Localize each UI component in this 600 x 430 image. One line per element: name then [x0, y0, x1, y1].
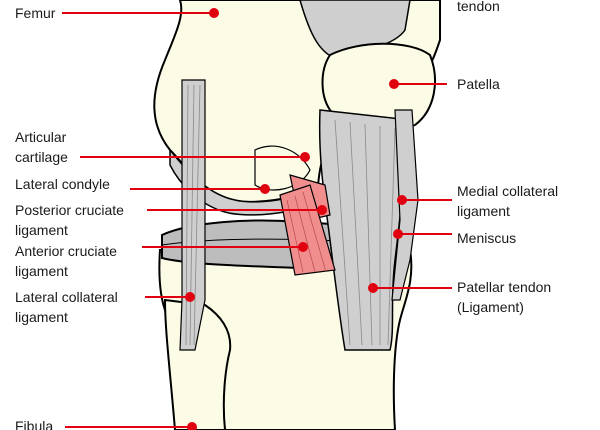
lateral-collateral-leader-dot	[185, 292, 195, 302]
label-patellar-tendon: Patellar tendon (Ligament)	[457, 279, 552, 315]
fibula-leader-dot	[187, 422, 197, 430]
label-patella: Patella	[457, 76, 500, 92]
cruciate-fibers	[286, 191, 327, 273]
patellar-tendon-leader-dot	[368, 283, 378, 293]
label-anterior-cruciate-ligament: Anterior cruciate ligament	[15, 243, 117, 279]
anterior-cruciate-ligament	[279, 184, 336, 276]
label-meniscus: Meniscus	[457, 230, 517, 246]
patella-leader-dot	[389, 79, 399, 89]
label-lateral-collateral-ligament: Lateral collateral ligament	[15, 289, 118, 325]
lateral-collateral-ligament	[179, 79, 206, 351]
label-femur: Femur	[15, 5, 56, 21]
anterior-cruciate-leader-dot	[298, 242, 308, 252]
femur-leader-dot	[209, 8, 219, 18]
articular-cartilage-leader-dot	[300, 152, 310, 162]
label-articular-cartilage: Articular cartilage	[15, 129, 68, 165]
label-posterior-cruciate-ligament: Posterior cruciate ligament	[15, 202, 124, 238]
patella-bone	[321, 42, 436, 131]
lateral-condyle-leader-dot	[260, 184, 270, 194]
label-medial-collateral-ligament: Medial collateral ligament	[457, 183, 559, 219]
medial-collateral-leader-dot	[397, 195, 407, 205]
patellar-tendon-fibers	[334, 119, 396, 346]
label-fibula: Fibula	[15, 418, 54, 430]
label-lateral-condyle: Lateral condyle	[15, 176, 110, 192]
posterior-cruciate-leader-dot	[317, 205, 327, 215]
meniscus-leader-dot	[393, 229, 403, 239]
label-tendon: tendon	[457, 0, 500, 14]
